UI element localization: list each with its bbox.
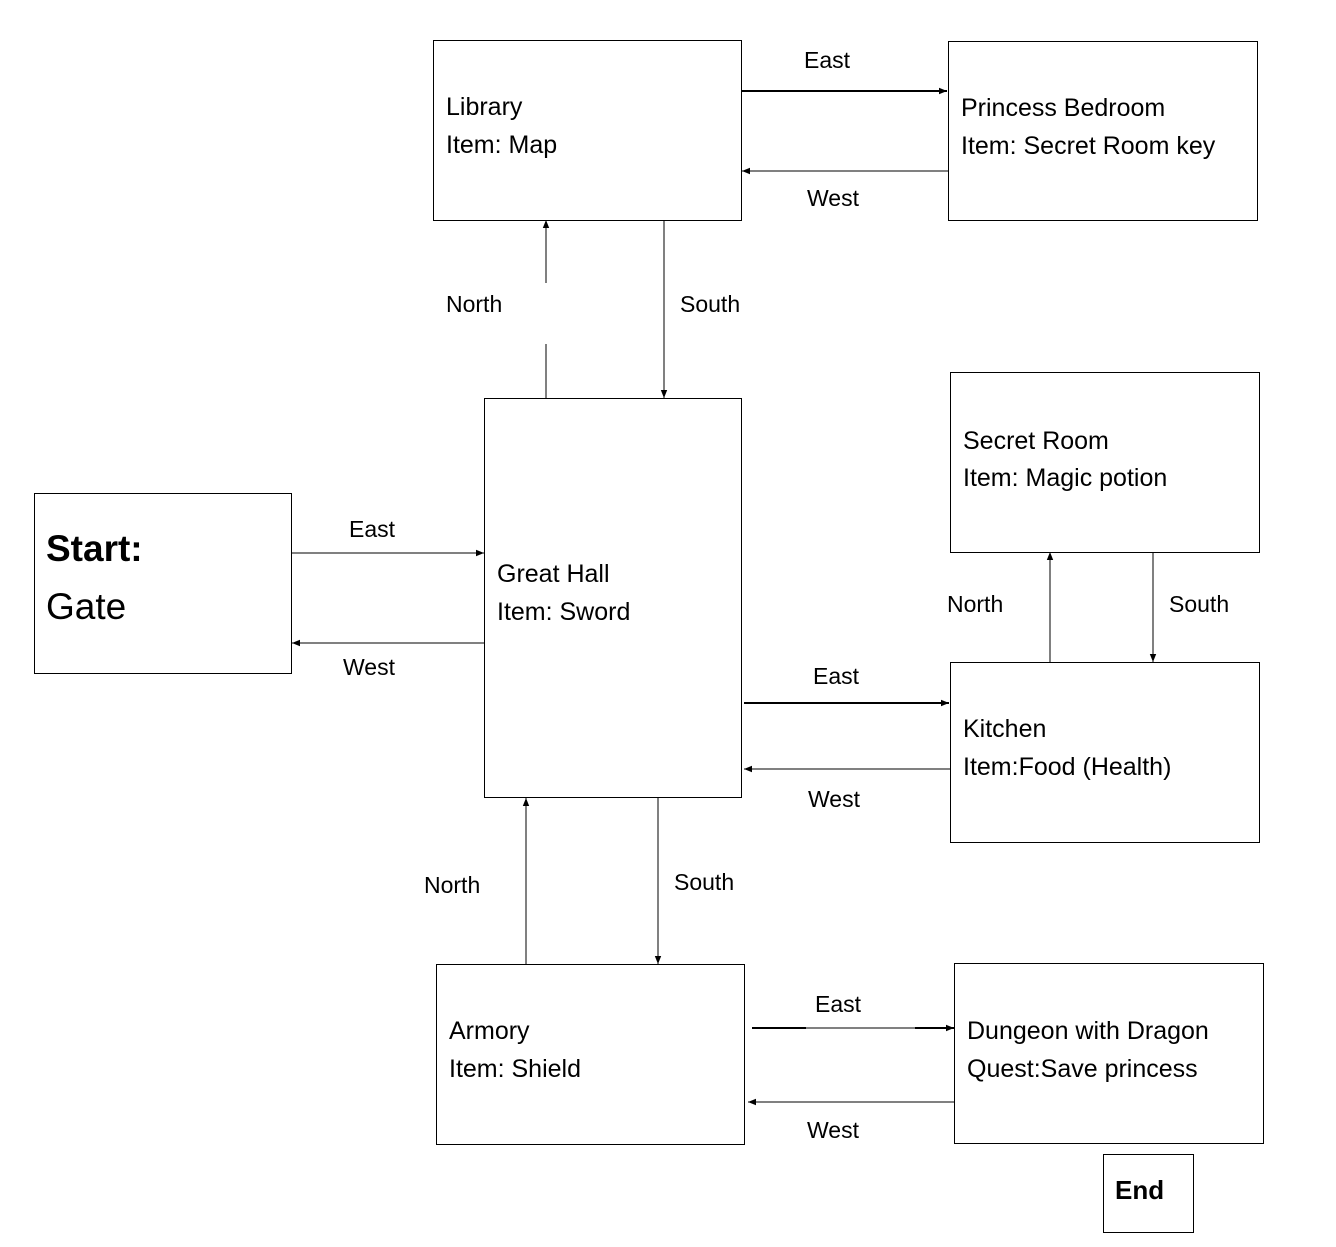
label-library-south: South [680,291,741,317]
dungeon-name: Dungeon with Dragon [967,1017,1209,1045]
library-item: Item: Map [446,131,558,159]
room-princess-bedroom: Princess Bedroom Item: Secret Room key [948,41,1258,221]
secret-room-name: Secret Room [963,427,1109,455]
label-armory-east: East [815,991,862,1017]
label-library-east: East [804,47,851,73]
princess-bedroom-item: Item: Secret Room key [961,132,1216,160]
label-dungeon-west: West [807,1117,859,1143]
label-hall-north: North [446,291,503,317]
label-bedroom-west: West [807,185,859,211]
secret-room-item: Item: Magic potion [963,464,1168,492]
great-hall-item: Item: Sword [497,598,631,626]
room-end: End [1103,1154,1194,1233]
label-secret-south: South [1169,591,1230,617]
kitchen-item: Item:Food (Health) [963,753,1172,781]
library-name: Library [446,93,523,121]
princess-bedroom-name: Princess Bedroom [961,94,1166,122]
room-great-hall: Great Hall Item: Sword [484,398,742,798]
label-kitchen-north: North [947,591,1004,617]
start-gate-name: Gate [46,586,127,627]
room-dungeon: Dungeon with Dragon Quest:Save princess [954,963,1264,1144]
kitchen-name: Kitchen [963,715,1047,743]
room-armory: Armory Item: Shield [436,964,745,1145]
label-kitchen-west: West [808,786,860,812]
label-hall-west: West [343,654,395,680]
room-secret-room: Secret Room Item: Magic potion [950,372,1260,553]
label-hall-east: East [813,663,860,689]
room-library: Library Item: Map [433,40,742,221]
room-kitchen: Kitchen Item:Food (Health) [950,662,1260,843]
label-hall-south: South [674,869,735,895]
room-start-gate: Start: Gate [34,493,292,674]
dungeon-quest: Quest:Save princess [967,1055,1198,1083]
armory-name: Armory [449,1017,530,1045]
start-heading: Start: [46,528,143,569]
armory-item: Item: Shield [449,1055,582,1083]
label-armory-north: North [424,872,481,898]
label-gate-east: East [349,516,396,542]
great-hall-name: Great Hall [497,560,610,588]
end-label: End [1115,1175,1165,1205]
